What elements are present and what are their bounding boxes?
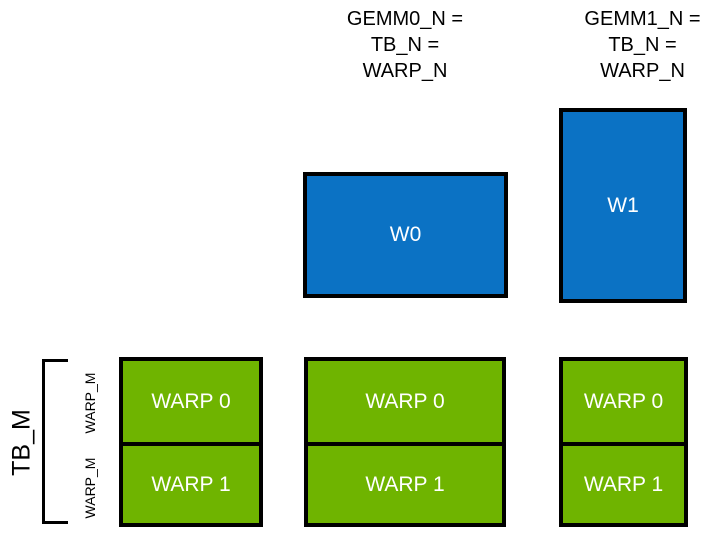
tb-m-bracket [42, 359, 68, 524]
axis-label-warp-m-top: WARP_M [82, 372, 98, 434]
warp-block-w1-label: W1 [607, 193, 639, 217]
thread-block-cell: WARP 1 [123, 442, 259, 523]
column-header-gemm1: GEMM1_N = TB_N = WARP_N [584, 8, 701, 82]
thread-block-cell-label: WARP 0 [583, 389, 664, 413]
thread-block-cell-label: WARP 0 [151, 389, 231, 413]
thread-block-cell-label: WARP 1 [365, 472, 445, 496]
thread-block-cell: WARP 0 [308, 361, 502, 442]
axis-label-warp-m-bottom: WARP_M [82, 457, 98, 519]
thread-block-cell-label: WARP 0 [365, 389, 445, 413]
column-header-gemm0: GEMM0_N = TB_N = WARP_N [346, 8, 464, 82]
warp-block-w1: W1 [559, 108, 687, 303]
thread-block-cell: WARP 0 [123, 361, 259, 442]
thread-block-cell: WARP 1 [563, 442, 684, 523]
thread-block-cell-label: WARP 1 [151, 472, 231, 496]
warp-block-w0-label: W0 [389, 223, 422, 246]
thread-block-column-0: WARP 0 WARP 1 [119, 357, 263, 527]
thread-block-cell: WARP 1 [308, 442, 502, 523]
warp-block-w0: W0 [303, 172, 508, 298]
thread-block-cell: WARP 0 [563, 361, 684, 442]
thread-block-column-2: WARP 0 WARP 1 [559, 357, 688, 527]
thread-block-cell-label: WARP 1 [583, 472, 664, 496]
thread-block-column-1: WARP 0 WARP 1 [304, 357, 506, 527]
axis-label-tb-m: TB_M [7, 409, 36, 476]
